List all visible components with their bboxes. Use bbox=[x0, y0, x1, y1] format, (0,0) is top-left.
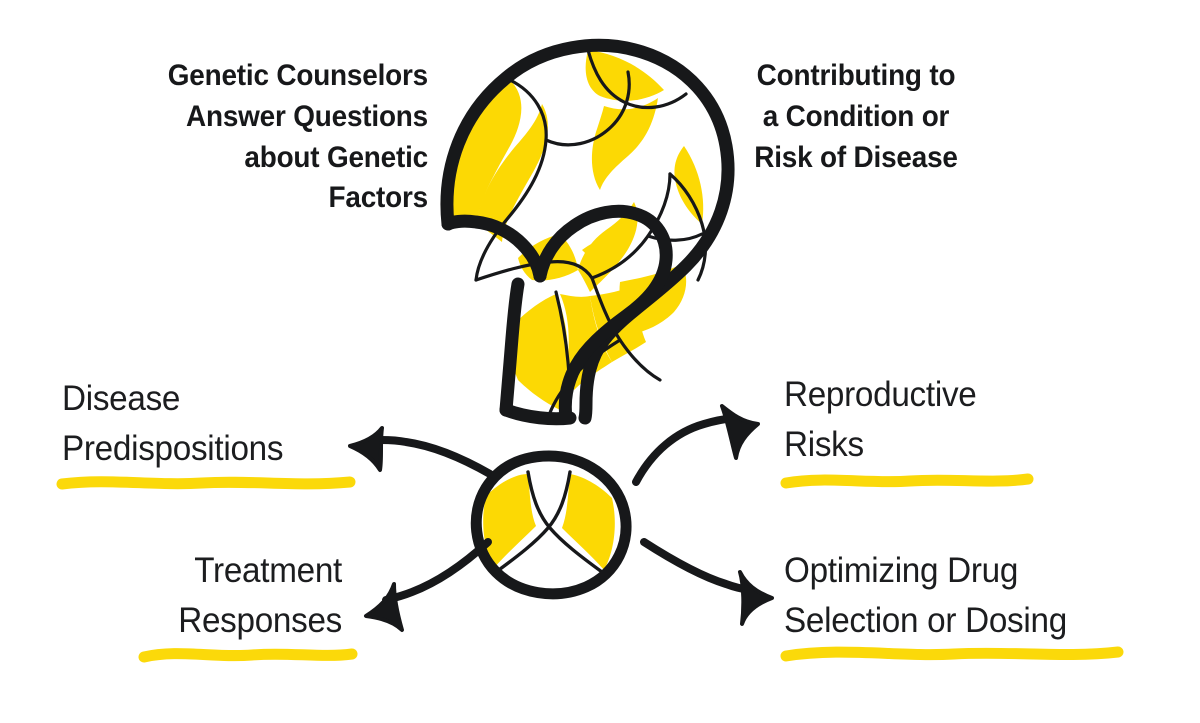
cell-inner-curves bbox=[494, 470, 604, 574]
node-label-optimizing-drug-selection: Optimizing Drug Selection or Dosing bbox=[784, 551, 1067, 640]
highlight-underline-disease-predispositions bbox=[56, 472, 356, 494]
node-label-treatment-responses: Treatment Responses bbox=[178, 551, 342, 640]
center-cell-graphic bbox=[458, 444, 640, 604]
heading-left: Genetic Counselors Answer Questions abou… bbox=[167, 59, 428, 215]
cell-yellow-fills bbox=[483, 474, 615, 570]
arrow-upper-right bbox=[618, 396, 786, 496]
cell-outline bbox=[470, 450, 632, 600]
node-label-disease-predispositions: Disease Predispositions bbox=[62, 379, 284, 468]
highlight-underline-treatment-responses bbox=[138, 644, 358, 666]
arrow-upper-left bbox=[330, 418, 500, 514]
arrow-lower-left bbox=[338, 530, 508, 632]
arrow-lower-right bbox=[628, 526, 798, 626]
heading-right: Contributing to a Condition or Risk of D… bbox=[754, 59, 958, 174]
highlight-underline-reproductive-risks bbox=[780, 470, 1034, 492]
node-label-reproductive-risks: Reproductive Risks bbox=[784, 375, 977, 464]
highlight-underline-optimizing-drug-selection bbox=[780, 642, 1124, 664]
question-mark-outline bbox=[440, 38, 735, 426]
question-mark-graphic bbox=[418, 28, 744, 432]
